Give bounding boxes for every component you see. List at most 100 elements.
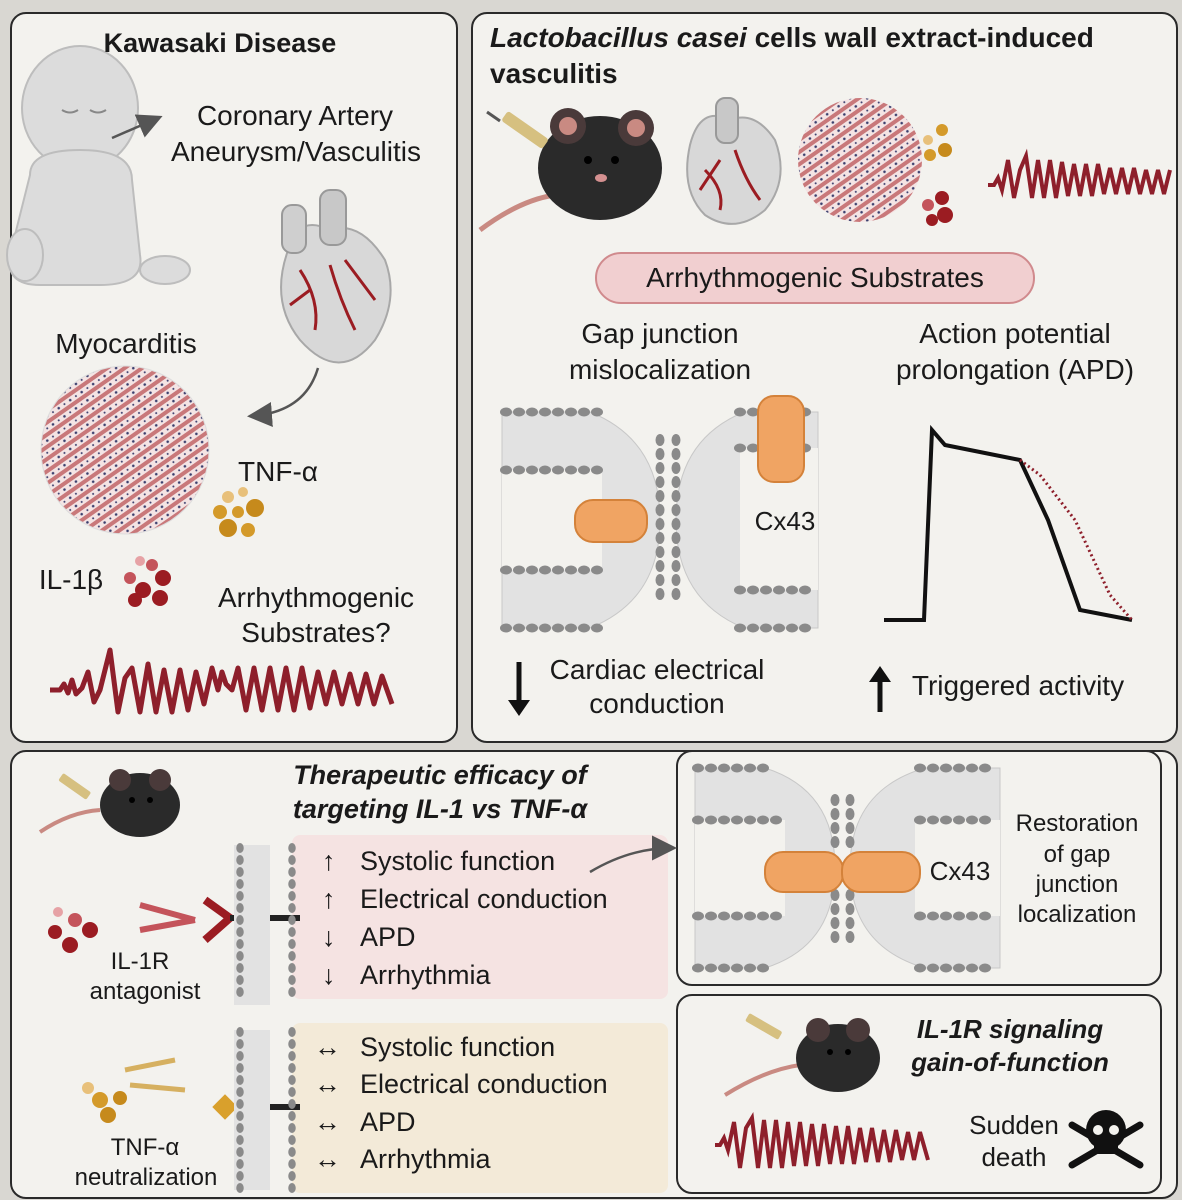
lipid-bead [500,623,512,633]
il1r-antagonist-line1: IL-1R [110,948,170,975]
lipid-bead [671,476,681,488]
lipid-bead [734,623,746,633]
tnf-neutralization-graphic [82,1027,300,1193]
lipid-bead [565,623,577,633]
lipid-bead [770,815,782,825]
effects-to-restoration-arrow [589,835,677,874]
lipid-bead [953,815,965,825]
therapy-title-line2: targeting IL-1 vs TNF-α [292,794,588,824]
lcwe-title-line1: Lactobacillus casei cells wall extract-i… [490,22,1160,55]
tnf-effect-arrow: ↔ [314,1032,341,1062]
restoration-line4: localization [1017,901,1137,928]
lipid-bead [591,407,603,417]
lipid-bead [288,843,296,853]
cx43-label-restored: Cx43 [929,856,991,886]
gap-junction-membranes [500,395,819,633]
lipid-bead [288,1159,296,1169]
tnf-label: TNF-α [238,456,318,487]
tnf-effect-row: ↔Systolic function [314,1032,674,1068]
lipid-bead [236,915,244,925]
lipid-bead [288,927,296,937]
lipid-bead [914,763,926,773]
lipid-bead [236,1087,244,1097]
lipid-bead [288,1135,296,1145]
tnf-effects-box [292,1023,668,1193]
lipid-bead [288,915,296,925]
lipid-bead [953,763,965,773]
sudden-death-line1: Sudden [969,1110,1059,1140]
lipid-bead [236,1171,244,1181]
lipid-bead [288,963,296,973]
lipid-bead [940,763,952,773]
lipid-bead [552,465,564,475]
lipid-bead [578,465,590,475]
lipid-bead [731,911,743,921]
il1-effect-label: Systolic function [360,846,556,876]
heart-to-myocarditis-arrow [247,367,320,427]
lipid-bead [845,889,855,901]
lipid-bead [288,1087,296,1097]
baby-to-aneurysm-arrow [111,114,163,140]
lipid-bead [830,836,840,848]
ecg-trace-top [988,148,1172,199]
substrates-pill-label: Arrhythmogenic Substrates [646,262,984,293]
lipid-bead [236,1147,244,1157]
caa-label-line1: Coronary Artery [196,100,394,131]
restored-gap-junction-membranes [692,763,1001,973]
il1-effect-label: Electrical conduction [360,884,608,914]
therapy-title-line1: Therapeutic efficacy of [293,760,587,790]
lipid-bead [671,560,681,572]
lcwe-title-species: Lactobacillus casei [490,22,747,53]
lipid-bead [953,911,965,921]
lipid-bead [830,931,840,943]
il1-effect-row: ↓APD [322,922,682,958]
lipid-bead [526,565,538,575]
lipid-bead [692,815,704,825]
tnf-effect-row: ↔APD [314,1107,674,1143]
lipid-bead [734,585,746,595]
mouse-gain-illustration [723,1013,880,1097]
lipid-bead [236,1099,244,1109]
lipid-bead [705,963,717,973]
lipid-bead [655,476,665,488]
lipid-bead [236,867,244,877]
arrhythmogenic-question-line1: Arrhythmogenic [217,582,415,613]
tnf-neutralization-line2: neutralization [74,1164,218,1191]
restoration-line2: of gap [1043,841,1111,868]
lipid-bead [773,623,785,633]
il1-effect-label: APD [360,922,416,952]
lipid-bead [914,815,926,825]
lipid-bead [655,462,665,474]
lipid-bead [288,903,296,913]
baby-illustration [6,45,191,286]
il1r-antagonist-graphic [48,843,300,1005]
ecg-trace-bottom [715,1111,930,1169]
lipid-bead [288,987,296,997]
lipid-bead [830,903,840,915]
tnf-effect-label: APD [360,1107,416,1137]
lipid-bead [845,931,855,943]
il1-effect-arrow: ↑ [322,846,336,876]
lipid-bead [236,1051,244,1061]
mouse-therapy-illustration [38,769,180,837]
lipid-bead [747,585,759,595]
lipid-bead [799,623,811,633]
action-potential-plot [884,424,1134,622]
lipid-bead [655,546,665,558]
il1-effect-row: ↓Arrhythmia [322,960,682,996]
lipid-bead [578,565,590,575]
lipid-bead [513,407,525,417]
arrhythmogenic-question-line2: Substrates? [241,617,391,648]
lipid-bead [671,434,681,446]
lipid-bead [288,975,296,985]
lipid-bead [539,565,551,575]
il1-effect-row: ↑ Systolic function [322,846,682,882]
lipid-bead [744,815,756,825]
lipid-bead [940,911,952,921]
il1-effect-label: Arrhythmia [360,960,491,990]
lipid-bead [288,855,296,865]
lipid-bead [692,763,704,773]
lipid-bead [655,588,665,600]
lipid-bead [655,504,665,516]
lipid-bead [591,623,603,633]
